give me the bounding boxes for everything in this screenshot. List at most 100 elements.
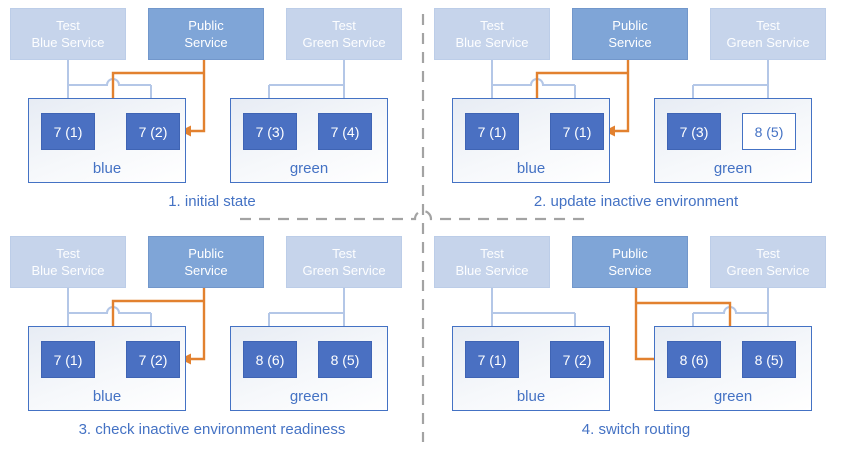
service-label-line: Test — [332, 18, 356, 33]
panel-switch-routing: Test Blue Service Public Service Test Gr… — [424, 228, 848, 447]
public-service-box: Public Service — [148, 8, 264, 60]
service-label-line: Service — [608, 263, 652, 278]
service-label-line: Test — [480, 18, 504, 33]
pod-label: 8 (5) — [330, 351, 360, 368]
pod-label: 7 (4) — [330, 123, 360, 140]
pod-label: 7 (1) — [53, 123, 83, 140]
pod-label: 8 (6) — [255, 351, 285, 368]
public-service-box: Public Service — [148, 236, 264, 288]
service-label-line: Test — [332, 246, 356, 261]
panel-caption: 1. initial state — [168, 193, 256, 210]
pod-label: 7 (1) — [562, 123, 592, 140]
panel-check-inactive-environment-readiness: Test Blue Service Public Service Test Gr… — [0, 228, 424, 447]
pod-label: 7 (3) — [255, 123, 285, 140]
panel-initial-state: Test Blue Service Public Service Test Gr… — [0, 0, 424, 219]
blue-environment-box: 7 (1) 7 (2) blue — [28, 326, 186, 411]
environment-label-green: green — [289, 388, 329, 405]
pod: 8 (6) — [667, 341, 721, 378]
pod: 7 (1) — [41, 341, 95, 378]
environment-label-blue: blue — [92, 160, 122, 177]
public-service-box: Public Service — [572, 8, 688, 60]
green-environment-box: 7 (3) 8 (5) green — [654, 98, 812, 183]
service-label-line: Test — [56, 18, 80, 33]
environment-label-green: green — [713, 388, 753, 405]
pod-label: 7 (1) — [53, 351, 83, 368]
environment-label-blue: blue — [92, 388, 122, 405]
green-environment-box: 7 (3) 7 (4) green — [230, 98, 388, 183]
green-environment-box: 8 (6) 8 (5) green — [230, 326, 388, 411]
service-label-line: Blue Service — [31, 35, 105, 50]
pod: 8 (5) — [318, 341, 372, 378]
service-label-line: Blue Service — [455, 35, 529, 50]
service-label-line: Test — [756, 246, 780, 261]
service-label-line: Service — [184, 35, 228, 50]
pod-label: 8 (5) — [754, 123, 784, 140]
service-label-line: Green Service — [726, 263, 810, 278]
pod: 8 (6) — [243, 341, 297, 378]
test-green-service-box: Test Green Service — [286, 236, 402, 288]
public-service-box: Public Service — [572, 236, 688, 288]
pod: 7 (1) — [550, 113, 604, 150]
route-line — [191, 60, 206, 133]
pod: 7 (1) — [465, 113, 519, 150]
route-line-hop — [68, 78, 151, 86]
blue-environment-box: 7 (1) 7 (2) blue — [28, 98, 186, 183]
route-line — [615, 60, 630, 133]
pod-label: 7 (2) — [562, 351, 592, 368]
test-blue-service-box: Test Blue Service — [10, 236, 126, 288]
test-green-service-box: Test Green Service — [710, 8, 826, 60]
test-blue-service-box: Test Blue Service — [434, 236, 550, 288]
pod: 7 (3) — [667, 113, 721, 150]
panel-caption: 3. check inactive environment readiness — [78, 421, 346, 438]
pod: 7 (3) — [243, 113, 297, 150]
pod-label: 7 (2) — [138, 351, 168, 368]
pod: 7 (1) — [41, 113, 95, 150]
pod: 8 (5) — [742, 341, 796, 378]
environment-label-green: green — [713, 160, 753, 177]
test-green-service-box: Test Green Service — [286, 8, 402, 60]
pod: 7 (4) — [318, 113, 372, 150]
pod-label: 7 (1) — [477, 351, 507, 368]
blue-environment-box: 7 (1) 7 (2) blue — [452, 326, 610, 411]
service-label-line: Public — [612, 18, 648, 33]
pod: 7 (2) — [126, 341, 180, 378]
test-blue-service-box: Test Blue Service — [434, 8, 550, 60]
environment-label-blue: blue — [516, 160, 546, 177]
service-label-line: Service — [608, 35, 652, 50]
route-line-hop — [68, 306, 151, 314]
green-environment-box: 8 (6) 8 (5) green — [654, 326, 812, 411]
pod-label: 7 (1) — [477, 123, 507, 140]
route-line — [634, 288, 655, 361]
service-label-line: Green Service — [302, 35, 386, 50]
environment-label-green: green — [289, 160, 329, 177]
service-label-line: Service — [184, 263, 228, 278]
route-line-hop — [492, 78, 575, 86]
pod: 7 (2) — [550, 341, 604, 378]
pod: 7 (1) — [465, 341, 519, 378]
service-label-line: Blue Service — [455, 263, 529, 278]
panel-caption: 2. update inactive environment — [533, 193, 739, 210]
service-label-line: Test — [756, 18, 780, 33]
pod: 8 (5) — [742, 113, 796, 150]
service-label-line: Blue Service — [31, 263, 105, 278]
route-line — [191, 288, 206, 361]
test-blue-service-box: Test Blue Service — [10, 8, 126, 60]
pod: 7 (2) — [126, 113, 180, 150]
environment-label-blue: blue — [516, 388, 546, 405]
service-label-line: Public — [188, 18, 224, 33]
pod-label: 8 (5) — [754, 351, 784, 368]
pod-label: 7 (2) — [138, 123, 168, 140]
pod-label: 7 (3) — [679, 123, 709, 140]
service-label-line: Green Service — [302, 263, 386, 278]
service-label-line: Test — [56, 246, 80, 261]
pod-label: 8 (6) — [679, 351, 709, 368]
service-label-line: Public — [612, 246, 648, 261]
service-label-line: Green Service — [726, 35, 810, 50]
panel-caption: 4. switch routing — [581, 421, 691, 438]
service-label-line: Public — [188, 246, 224, 261]
test-green-service-box: Test Green Service — [710, 236, 826, 288]
blue-environment-box: 7 (1) 7 (1) blue — [452, 98, 610, 183]
service-label-line: Test — [480, 246, 504, 261]
route-line-hop — [693, 306, 768, 314]
